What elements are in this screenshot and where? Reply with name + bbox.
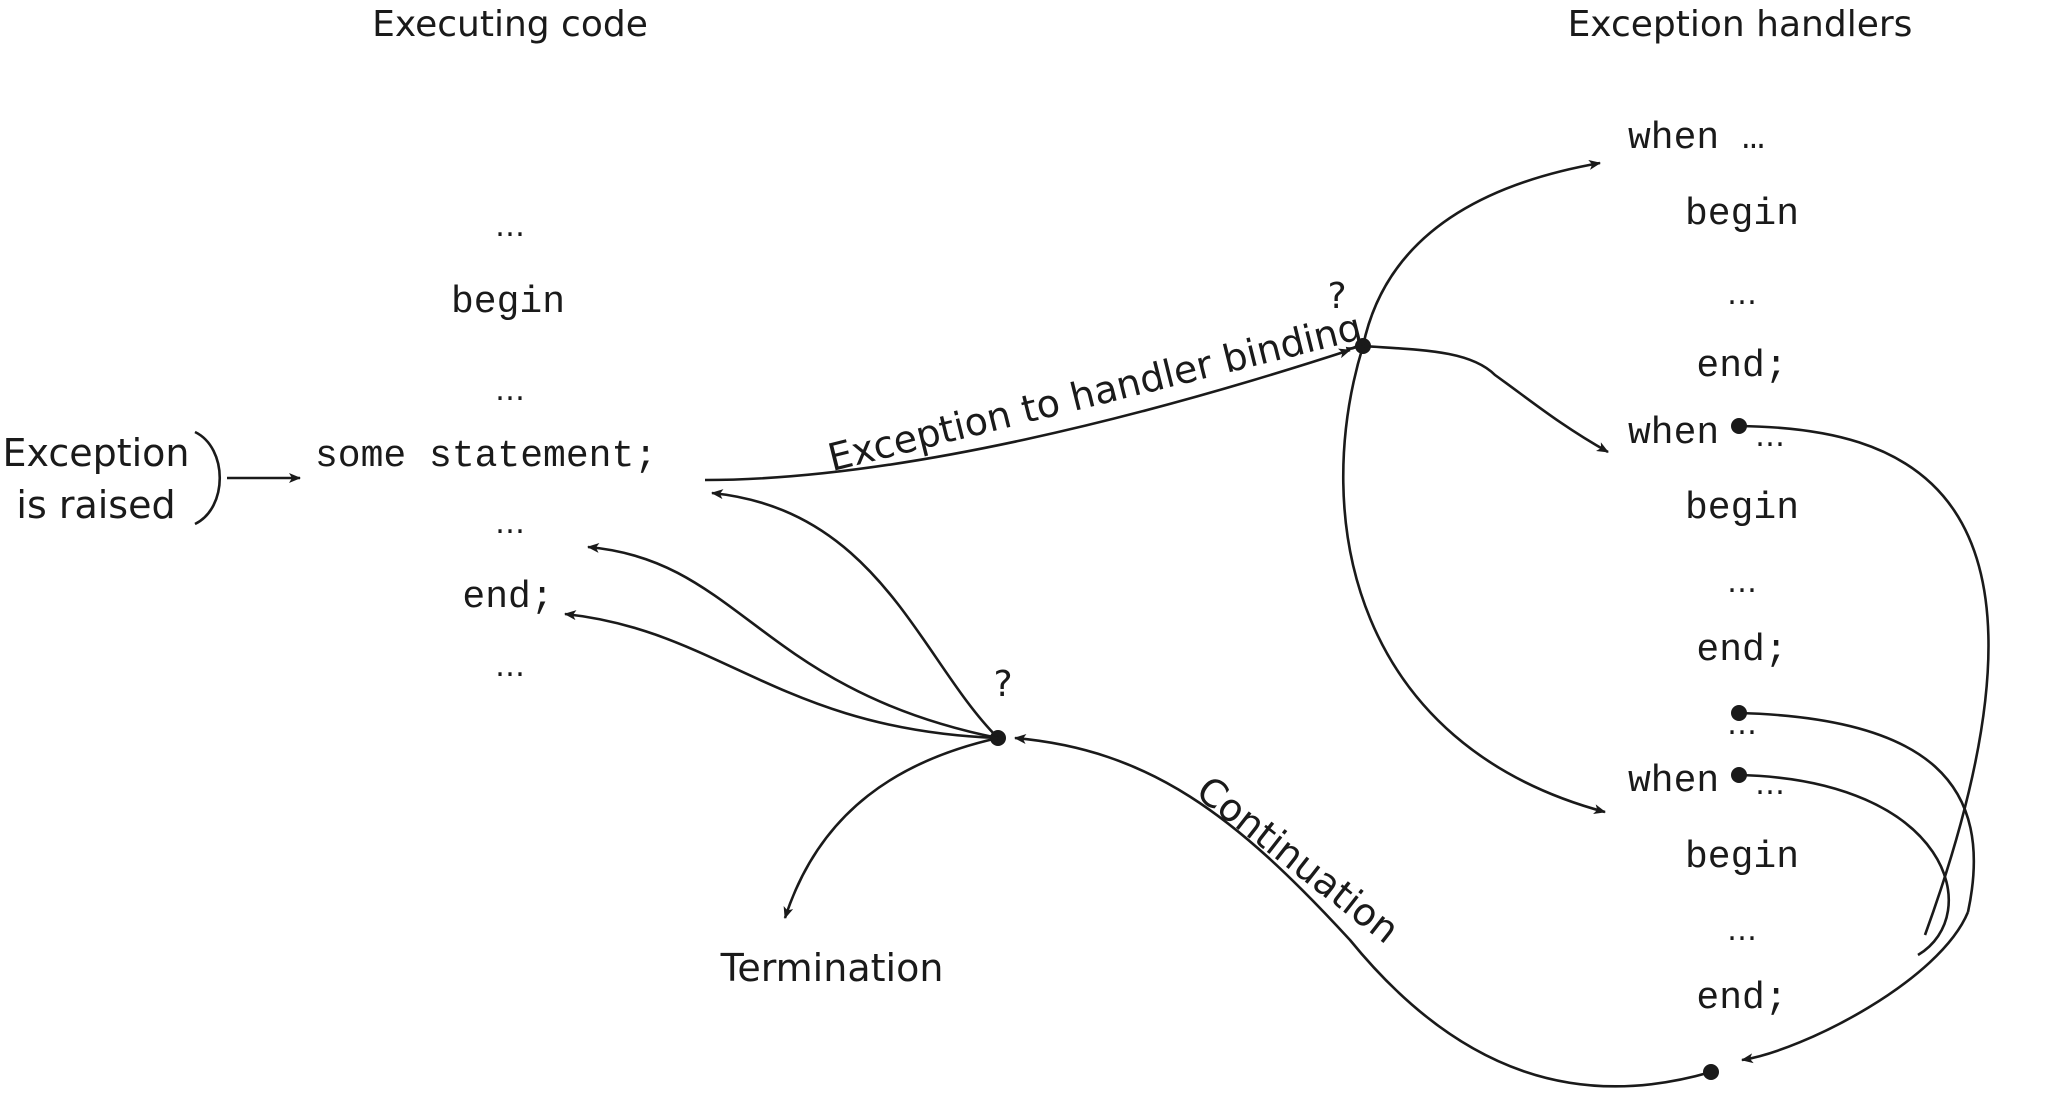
handler-3-return [1738, 773, 1951, 957]
handler-2-return [1738, 424, 1990, 936]
continuation-question-mark: ? [993, 664, 1012, 705]
exception-raised-bracket [194, 430, 222, 526]
code-line: end; [462, 576, 553, 619]
binding-label: Exception to handler binding [824, 305, 1367, 480]
resume-at-statement-arrow [711, 489, 999, 739]
handler-when: when [1628, 412, 1719, 455]
resume-after-statement-arrow [587, 542, 999, 740]
continuation-label: Continuation [1188, 767, 1407, 952]
exception-raised-label: Exception is raised [2, 431, 189, 527]
code-line: begin [451, 281, 565, 324]
handler-block-3: when … begin … end; [1628, 760, 1799, 1020]
handler-begin: begin [1685, 836, 1799, 879]
handlers-to-collector [1741, 911, 1970, 1064]
handler-begin: begin [1685, 487, 1799, 530]
handler-ellipsis: … [1755, 767, 1785, 802]
handler-2-tail-return [1738, 711, 1976, 913]
executing-code-heading: Executing code [372, 4, 648, 45]
handler-ellipsis: … [1727, 913, 1757, 948]
raising-statement: some statement; [315, 435, 657, 478]
handler-ellipsis: … [1755, 419, 1785, 454]
termination-label: Termination [720, 946, 944, 990]
exception-raised-line1: Exception [2, 431, 189, 475]
handler-when: when … [1628, 117, 1765, 160]
code-line: … [495, 506, 525, 541]
handler-ellipsis: … [1727, 277, 1757, 312]
handler-end: end; [1696, 629, 1787, 672]
code-line: … [495, 209, 525, 244]
binding-question-mark: ? [1327, 276, 1346, 317]
exception-handlers-heading: Exception handlers [1568, 4, 1913, 45]
code-block: … begin … some statement; … end; … [315, 209, 657, 684]
handler-block-1: when … begin … end; [1628, 117, 1799, 388]
handler-end: end; [1696, 977, 1787, 1020]
code-line: … [495, 649, 525, 684]
handler-when: when [1628, 760, 1719, 803]
code-line: … [495, 373, 525, 408]
continuation-arrow [1014, 733, 1712, 1088]
handler-ellipsis: … [1727, 565, 1757, 600]
binding-arrow [704, 348, 1351, 482]
exception-raised-line2: is raised [16, 483, 175, 527]
binding-to-handler-1 [1361, 159, 1601, 347]
handler-begin: begin [1685, 193, 1799, 236]
handler-block-2: when … begin … end; … [1628, 412, 1799, 742]
termination-arrow [783, 736, 999, 919]
resume-after-block-arrow [564, 610, 999, 740]
binding-to-handler-3 [1341, 345, 1606, 814]
binding-to-handler-2 [1362, 344, 1609, 454]
handler-end: end; [1696, 345, 1787, 388]
